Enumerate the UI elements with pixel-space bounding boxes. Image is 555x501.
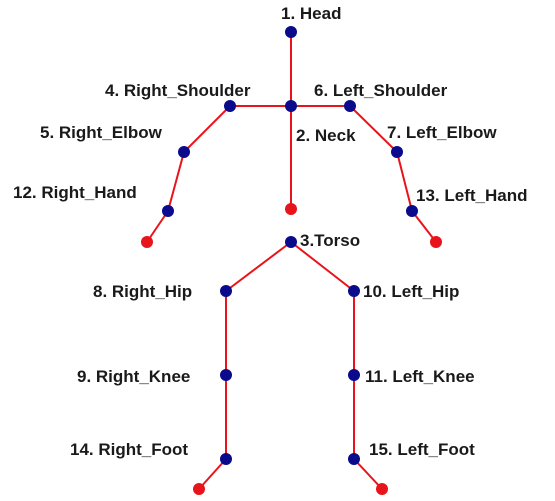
label-left-foot: 15. Left_Foot [369,440,475,459]
joint-right-hip [220,285,232,297]
label-left-knee: 11. Left_Knee [365,367,475,386]
bone-right-foot-to-right-foot-tip [198,458,227,490]
bone-torso-to-right-hip [225,241,292,292]
label-torso: 3.Torso [300,231,361,250]
label-right-hand: 12. Right_Hand [13,183,137,202]
bone-torso-to-left-hip [290,241,355,292]
label-neck: 2. Neck [296,126,356,145]
label-left-hand: 13. Left_Hand [416,186,528,205]
label-left-hip: 10. Left_Hip [363,282,460,301]
joint-right-knee [220,369,232,381]
joint-left-shoulder [344,100,356,112]
joint-left-foot [348,453,360,465]
bone-left-elbow-to-left-hand [396,151,413,212]
endpoint-left-foot-tip [376,483,388,495]
label-left-elbow: 7. Left_Elbow [387,123,497,142]
label-right-foot: 14. Right_Foot [70,440,189,459]
joint-neck [285,100,297,112]
label-right-hip: 8. Right_Hip [93,282,193,301]
joint-left-knee [348,369,360,381]
label-left-shoulder: 6. Left_Shoulder [314,81,448,100]
bone-right-shoulder-to-right-elbow [183,105,231,153]
bone-left-shoulder-to-left-elbow [349,105,398,153]
joint-left-hip [348,285,360,297]
bone-right-elbow-to-right-hand [167,151,185,212]
label-right-elbow: 5. Right_Elbow [40,123,162,142]
bone-right-hand-to-right-hand-tip [146,210,169,243]
joint-right-elbow [178,146,190,158]
joint-right-shoulder [224,100,236,112]
joint-torso [285,236,297,248]
bone-left-hand-to-left-hand-tip [411,210,437,243]
joint-left-elbow [391,146,403,158]
joint-left-hand [406,205,418,217]
joint-right-hand [162,205,174,217]
endpoint-right-foot-tip [193,483,205,495]
label-head: 1. Head [281,4,342,23]
endpoint-torso-top [285,203,297,215]
joint-right-foot [220,453,232,465]
label-right-shoulder: 4. Right_Shoulder [105,81,251,100]
endpoint-right-hand-tip [141,236,153,248]
label-right-knee: 9. Right_Knee [77,367,191,386]
joint-head [285,26,297,38]
bone-left-foot-to-left-foot-tip [353,458,383,490]
endpoint-left-hand-tip [430,236,442,248]
